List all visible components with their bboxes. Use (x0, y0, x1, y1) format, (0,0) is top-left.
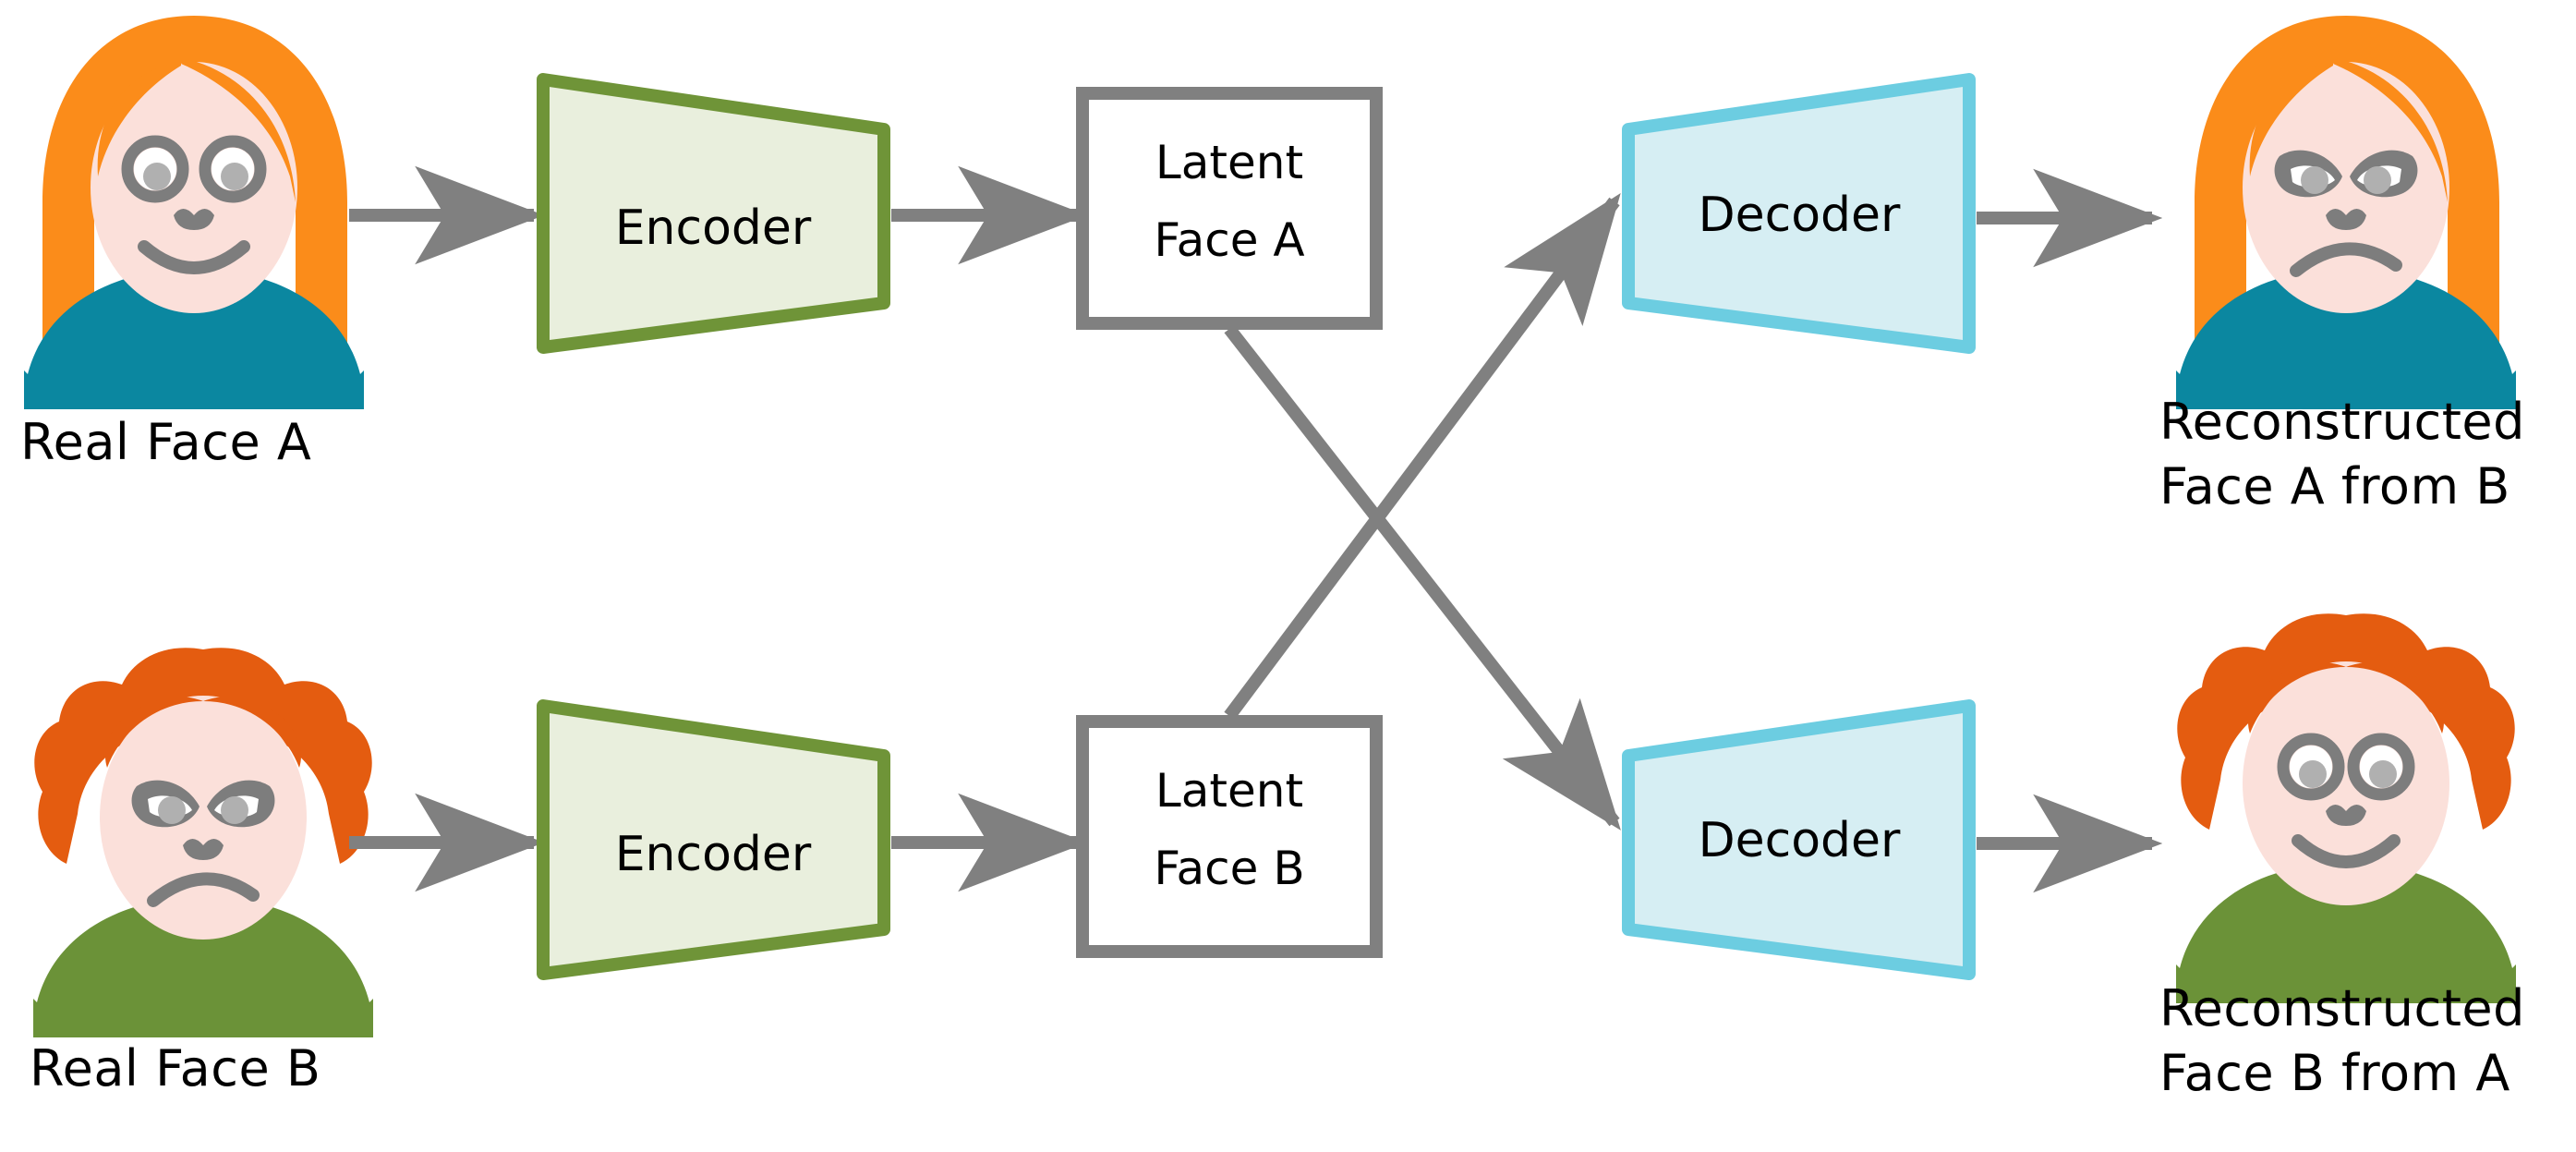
recon-face-b-label-line1: Reconstructed (2159, 979, 2525, 1037)
decoder-b-label: Decoder (1699, 813, 1901, 868)
real-face-a-label: Real Face A (20, 413, 311, 471)
decoder-b-node[interactable]: Decoder (1622, 699, 1976, 980)
real-face-a-avatar (24, 16, 364, 409)
recon-face-a-label-line1: Reconstructed (2159, 393, 2525, 451)
latent-face-b-node[interactable]: Latent Face B (1076, 715, 1383, 958)
latent-face-a-node[interactable]: Latent Face A (1076, 87, 1383, 330)
recon-face-a-avatar (2176, 16, 2516, 409)
recon-face-b-label-line2: Face B from A (2159, 1044, 2510, 1102)
decoder-a-node[interactable]: Decoder (1622, 73, 1976, 354)
arrow-latent-b-to-decoder-a (1224, 193, 1621, 721)
recon-face-a-label-line2: Face A from B (2159, 457, 2510, 515)
real-face-b-avatar (33, 648, 373, 1037)
real-face-b-label: Real Face B (30, 1039, 320, 1097)
latent-face-b-label-line2: Face B (1154, 842, 1304, 895)
latent-face-b-label-line1: Latent (1155, 764, 1303, 818)
encoder-b-node[interactable]: Encoder (537, 699, 890, 980)
latent-face-a-label-line1: Latent (1155, 136, 1303, 189)
latent-face-a-label-line2: Face A (1154, 213, 1304, 267)
encoder-a-label: Encoder (615, 200, 812, 256)
encoder-b-label: Encoder (615, 827, 812, 882)
decoder-a-label: Decoder (1699, 188, 1901, 243)
encoder-a-node[interactable]: Encoder (537, 73, 890, 354)
recon-face-b-avatar (2176, 613, 2516, 1003)
arrow-latent-a-to-decoder-b (1224, 324, 1621, 831)
